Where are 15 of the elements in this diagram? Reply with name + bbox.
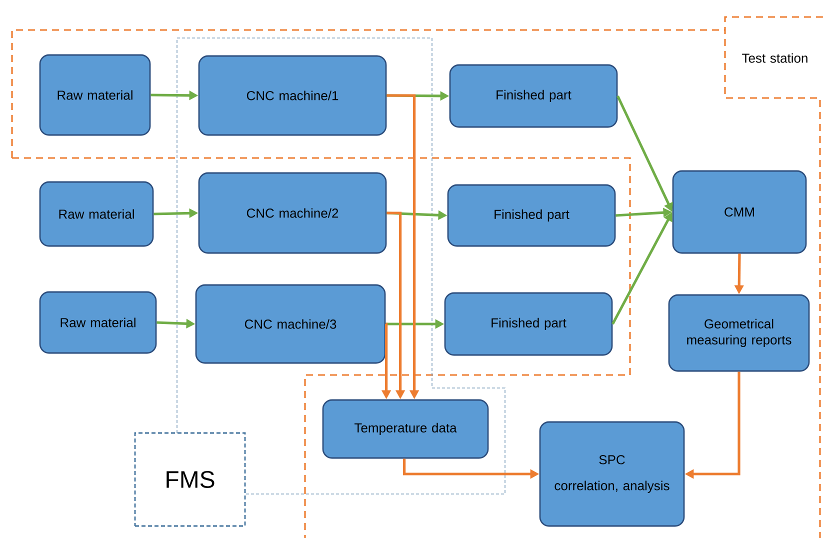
process-box: Raw material (39, 181, 154, 247)
process-box: CMM (672, 170, 807, 254)
process-box: Raw material (39, 54, 151, 136)
process-box: CNC machine/2 (198, 172, 387, 254)
process-box: CNC machine/3 (195, 284, 386, 364)
area-label: Test station (742, 53, 808, 63)
process-box: Finished part (444, 292, 613, 356)
process-box: Temperature data (322, 399, 489, 459)
process-box: Geometrical measuring reports (668, 294, 810, 372)
process-box: Finished part (449, 64, 618, 128)
process-box: Raw material (39, 291, 157, 354)
process-box: CNC machine/1 (198, 55, 387, 136)
process-box: Finished part (447, 184, 616, 247)
process-box: SPC correlation, analysis (539, 421, 685, 527)
system-box: FMS (134, 432, 246, 527)
